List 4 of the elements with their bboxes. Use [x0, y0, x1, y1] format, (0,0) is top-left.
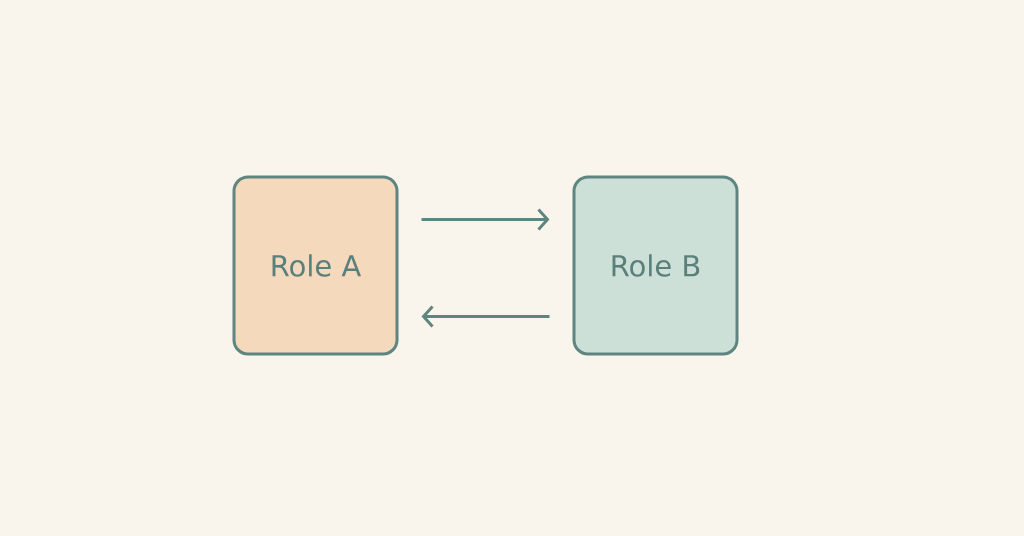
- role-box: Role B: [572, 175, 739, 356]
- arrow: [421, 208, 550, 231]
- role-box: Role A: [232, 175, 399, 356]
- arrow: [421, 305, 550, 328]
